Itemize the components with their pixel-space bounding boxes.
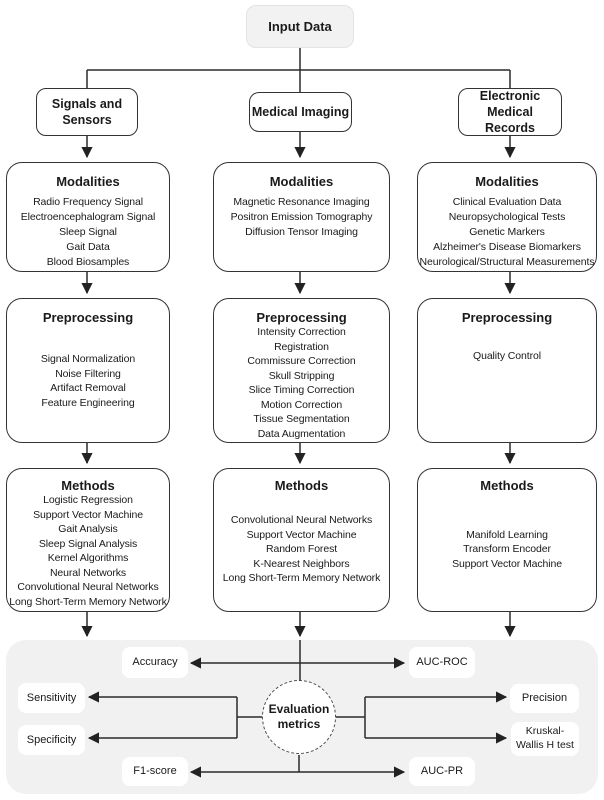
metric-specificity: Specificity xyxy=(18,725,85,755)
list-item: Tissue Segmentation xyxy=(253,413,350,425)
list-item: Skull Stripping xyxy=(268,369,335,382)
list-item: Noise Filtering xyxy=(55,367,121,380)
list-item: Signal Normalization xyxy=(40,353,136,365)
list-item: Neurological/Structural Measurements xyxy=(419,256,595,268)
list-item: Random Forest xyxy=(265,543,338,556)
list-item: Manifold Learning xyxy=(466,528,548,541)
input-data-node: Input Data xyxy=(246,5,354,48)
list-item: Electroencephalogram Signal xyxy=(20,211,156,223)
list-item: Neural Networks xyxy=(49,566,127,579)
branch-medical-imaging: Medical Imaging xyxy=(249,92,352,132)
methods-title: Methods xyxy=(480,478,534,493)
list-item: Transform Encoder xyxy=(463,543,551,556)
list-item: Registration xyxy=(274,340,329,353)
list-item: Long Short-Term Memory Network xyxy=(222,572,381,585)
methods-title: Methods xyxy=(61,478,115,493)
preprocessing-box-emr: Preprocessing Quality Control xyxy=(417,298,597,443)
list-item: Motion Correction xyxy=(260,398,343,411)
metric-kruskal-wallis: Kruskal- Wallis H test xyxy=(511,722,579,756)
list-item: Gait Data xyxy=(66,241,110,253)
list-item: Support Vector Machine xyxy=(33,508,143,521)
list-item: Sleep Signal xyxy=(59,226,117,238)
list-item: Neuropsychological Tests xyxy=(448,211,566,223)
metric-auc-roc: AUC-ROC xyxy=(409,647,475,678)
preprocessing-title: Preprocessing xyxy=(461,310,553,325)
list-item: Magnetic Resonance Imaging xyxy=(233,196,370,208)
list-item: Quality Control xyxy=(473,350,541,362)
list-item: Commissure Correction xyxy=(247,355,356,367)
modalities-title: Modalities xyxy=(56,174,120,189)
list-item: Support Vector Machine xyxy=(452,557,562,570)
metric-auc-pr: AUC-PR xyxy=(409,757,475,786)
list-item: Support Vector Machine xyxy=(246,528,357,541)
modalities-title: Modalities xyxy=(269,174,334,189)
list-item: Feature Engineering xyxy=(41,396,135,409)
branch-electronic-medical-records: Electronic Medical Records xyxy=(458,88,562,136)
list-item: Clinical Evaluation Data xyxy=(452,196,562,208)
list-item: K-Nearest Neighbors xyxy=(253,557,350,570)
evaluation-metrics-circle: Evaluation metrics xyxy=(262,680,336,754)
list-item: Slice Timing Correction xyxy=(248,384,355,396)
metric-precision: Precision xyxy=(510,684,579,713)
preprocessing-list-emr: Quality Control xyxy=(418,325,596,442)
list-item: Gait Analysis xyxy=(58,523,118,535)
branch-signals-and-sensors: Signals and Sensors xyxy=(36,88,138,136)
list-item: Convolutional Neural Networks xyxy=(17,581,159,593)
list-item: Kernel Algorithms xyxy=(47,552,129,564)
list-item: Data Augmentation xyxy=(257,427,346,440)
list-item: Long Short-Term Memory Network xyxy=(9,595,167,608)
preprocessing-title: Preprocessing xyxy=(256,310,347,325)
list-item: Diffusion Tensor Imaging xyxy=(245,226,358,238)
list-item: Logistic Regression xyxy=(43,494,133,506)
metric-sensitivity: Sensitivity xyxy=(18,683,85,713)
list-item: Genetic Markers xyxy=(469,226,545,238)
modalities-title: Modalities xyxy=(475,174,539,189)
list-item: Alzheimer's Disease Biomarkers xyxy=(433,241,581,253)
list-item: Artifact Removal xyxy=(50,382,126,394)
list-item: Sleep Signal Analysis xyxy=(38,537,138,550)
list-item: Intensity Correction xyxy=(257,326,346,338)
methods-title: Methods xyxy=(274,478,329,493)
metric-f1-score: F1-score xyxy=(122,757,188,786)
list-item: Positron Emission Tomography xyxy=(230,211,373,223)
list-item: Convolutional Neural Networks xyxy=(230,514,373,527)
preprocessing-title: Preprocessing xyxy=(42,310,134,325)
list-item: Radio Frequency Signal xyxy=(33,196,143,208)
list-item: Blood Biosamples xyxy=(46,256,130,268)
metric-accuracy: Accuracy xyxy=(122,647,188,678)
